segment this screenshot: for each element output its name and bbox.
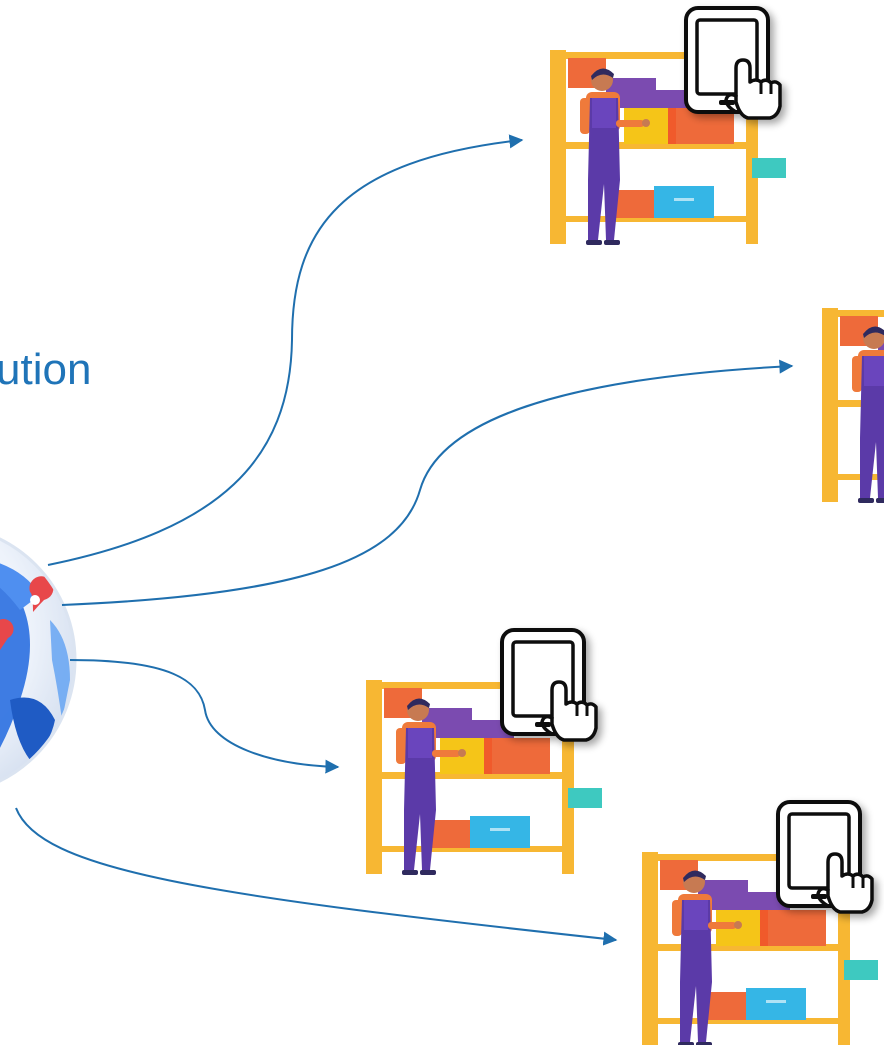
map-pin-icon [29, 576, 54, 612]
tablet-touch-icon [500, 628, 598, 742]
connector-arrow-3 [69, 659, 340, 774]
globe-icon [0, 537, 77, 783]
diagram-title: ution [0, 345, 91, 394]
connector-arrow-4 [15, 807, 618, 946]
warehouse-worker-icon [822, 308, 884, 503]
connector-arrow-1 [47, 134, 524, 566]
tablet-touch-icon [684, 6, 782, 120]
connector-arrow-2 [61, 359, 794, 606]
map-pin-icon [0, 619, 14, 650]
tablet-touch-icon [776, 800, 874, 914]
